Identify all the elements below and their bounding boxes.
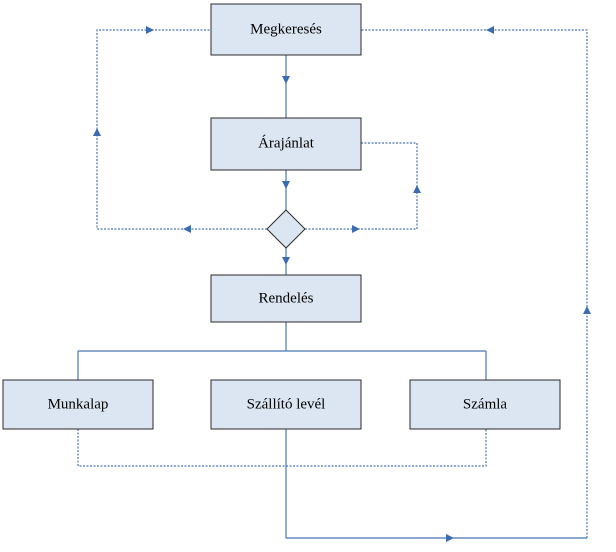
node-worksheet: Munkalap	[2, 379, 154, 430]
triangle-arrow-icon	[93, 128, 101, 136]
triangle-arrow-icon	[413, 185, 421, 193]
triangle-arrow-icon	[282, 181, 290, 189]
connector-return-to-inquiry	[361, 29, 588, 538]
triangle-arrow-icon	[486, 26, 494, 34]
node-order: Rendelés	[210, 274, 362, 323]
node-invoice-label: Számla	[463, 396, 507, 412]
node-inquiry: Megkeresés	[210, 3, 362, 56]
triangle-arrow-icon	[352, 225, 360, 233]
node-order-label: Rendelés	[259, 290, 314, 306]
triangle-arrow-icon	[446, 534, 454, 542]
node-delivery-note-label: Szállító levél	[247, 396, 326, 412]
triangle-arrow-icon	[146, 26, 154, 34]
connector-order-split	[77, 322, 487, 380]
connector-delivery-return	[285, 429, 587, 539]
node-invoice: Számla	[409, 379, 561, 430]
triangle-arrow-icon	[183, 225, 191, 233]
node-quote: Árajánlat	[210, 117, 362, 171]
node-worksheet-label: Munkalap	[48, 396, 109, 412]
connector-outputs-join	[77, 429, 487, 467]
arrowheads	[93, 26, 591, 542]
diamond-decision-icon	[266, 209, 306, 249]
triangle-arrow-icon	[282, 76, 290, 84]
triangle-arrow-icon	[282, 257, 290, 265]
node-inquiry-label: Megkeresés	[250, 21, 322, 37]
triangle-arrow-icon	[583, 306, 591, 314]
node-quote-label: Árajánlat	[258, 134, 315, 151]
node-delivery-note: Szállító levél	[210, 379, 362, 430]
